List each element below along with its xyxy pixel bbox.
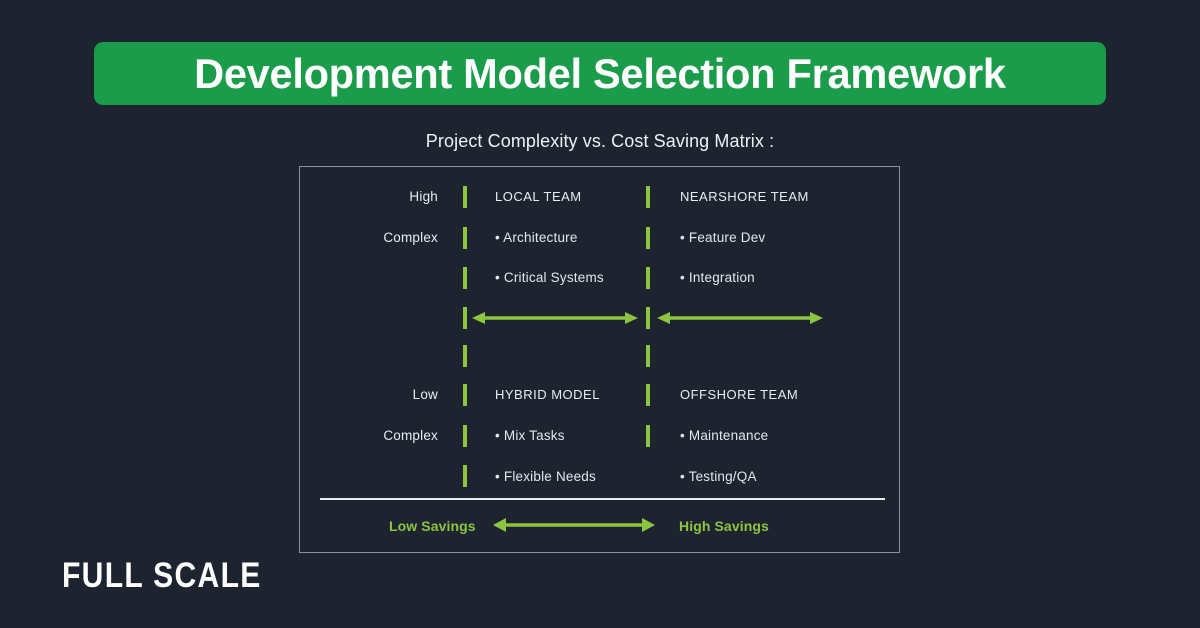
quadrant-title-nearshore-team: NEARSHORE TEAM <box>680 189 809 204</box>
quadrant-item-integration: • Integration <box>680 270 755 285</box>
axis-label-high-complex: Complex <box>383 230 438 245</box>
divider-dash <box>463 186 467 208</box>
savings-double-arrow-icon <box>493 518 655 532</box>
divider-dash <box>463 267 467 289</box>
divider-dash <box>646 345 650 367</box>
subtitle: Project Complexity vs. Cost Saving Matri… <box>425 131 775 151</box>
savings-label-low: Low Savings <box>389 518 476 534</box>
header-banner: Development Model Selection Framework <box>94 42 1106 105</box>
axis-label-high: High <box>409 189 438 204</box>
divider-dash <box>463 345 467 367</box>
quadrant-item-architecture: • Architecture <box>495 230 578 245</box>
divider-dash <box>463 425 467 447</box>
matrix-container: High Complex Low Complex LOCAL TEAM • Ar… <box>299 166 900 553</box>
quadrant-item-mix-tasks: • Mix Tasks <box>495 428 565 443</box>
divider-dash <box>463 465 467 487</box>
quadrant-item-testing-qa: • Testing/QA <box>680 469 757 484</box>
axis-label-low-complex: Complex <box>383 428 438 443</box>
quadrant-item-feature-dev: • Feature Dev <box>680 230 766 245</box>
divider-dash <box>646 307 650 329</box>
double-arrow-left-icon <box>472 312 638 324</box>
page-title: Development Model Selection Framework <box>194 49 1006 97</box>
quadrant-item-maintenance: • Maintenance <box>680 428 769 443</box>
divider-dash <box>463 227 467 249</box>
divider-dash <box>463 307 467 329</box>
divider-dash <box>646 384 650 406</box>
divider-dash <box>646 267 650 289</box>
footer-divider <box>320 498 885 500</box>
quadrant-item-flexible-needs: • Flexible Needs <box>495 469 596 484</box>
double-arrow-right-icon <box>657 312 823 324</box>
quadrant-title-hybrid-model: HYBRID MODEL <box>495 387 600 402</box>
axis-label-low: Low <box>412 387 438 402</box>
divider-dash <box>463 384 467 406</box>
quadrant-title-local-team: LOCAL TEAM <box>495 189 582 204</box>
brand-logo: FULL SCALE <box>62 556 262 595</box>
divider-dash <box>646 227 650 249</box>
savings-label-high: High Savings <box>679 518 769 534</box>
divider-dash <box>646 186 650 208</box>
divider-dash <box>646 425 650 447</box>
quadrant-title-offshore-team: OFFSHORE TEAM <box>680 387 799 402</box>
quadrant-item-critical-systems: • Critical Systems <box>495 270 604 285</box>
